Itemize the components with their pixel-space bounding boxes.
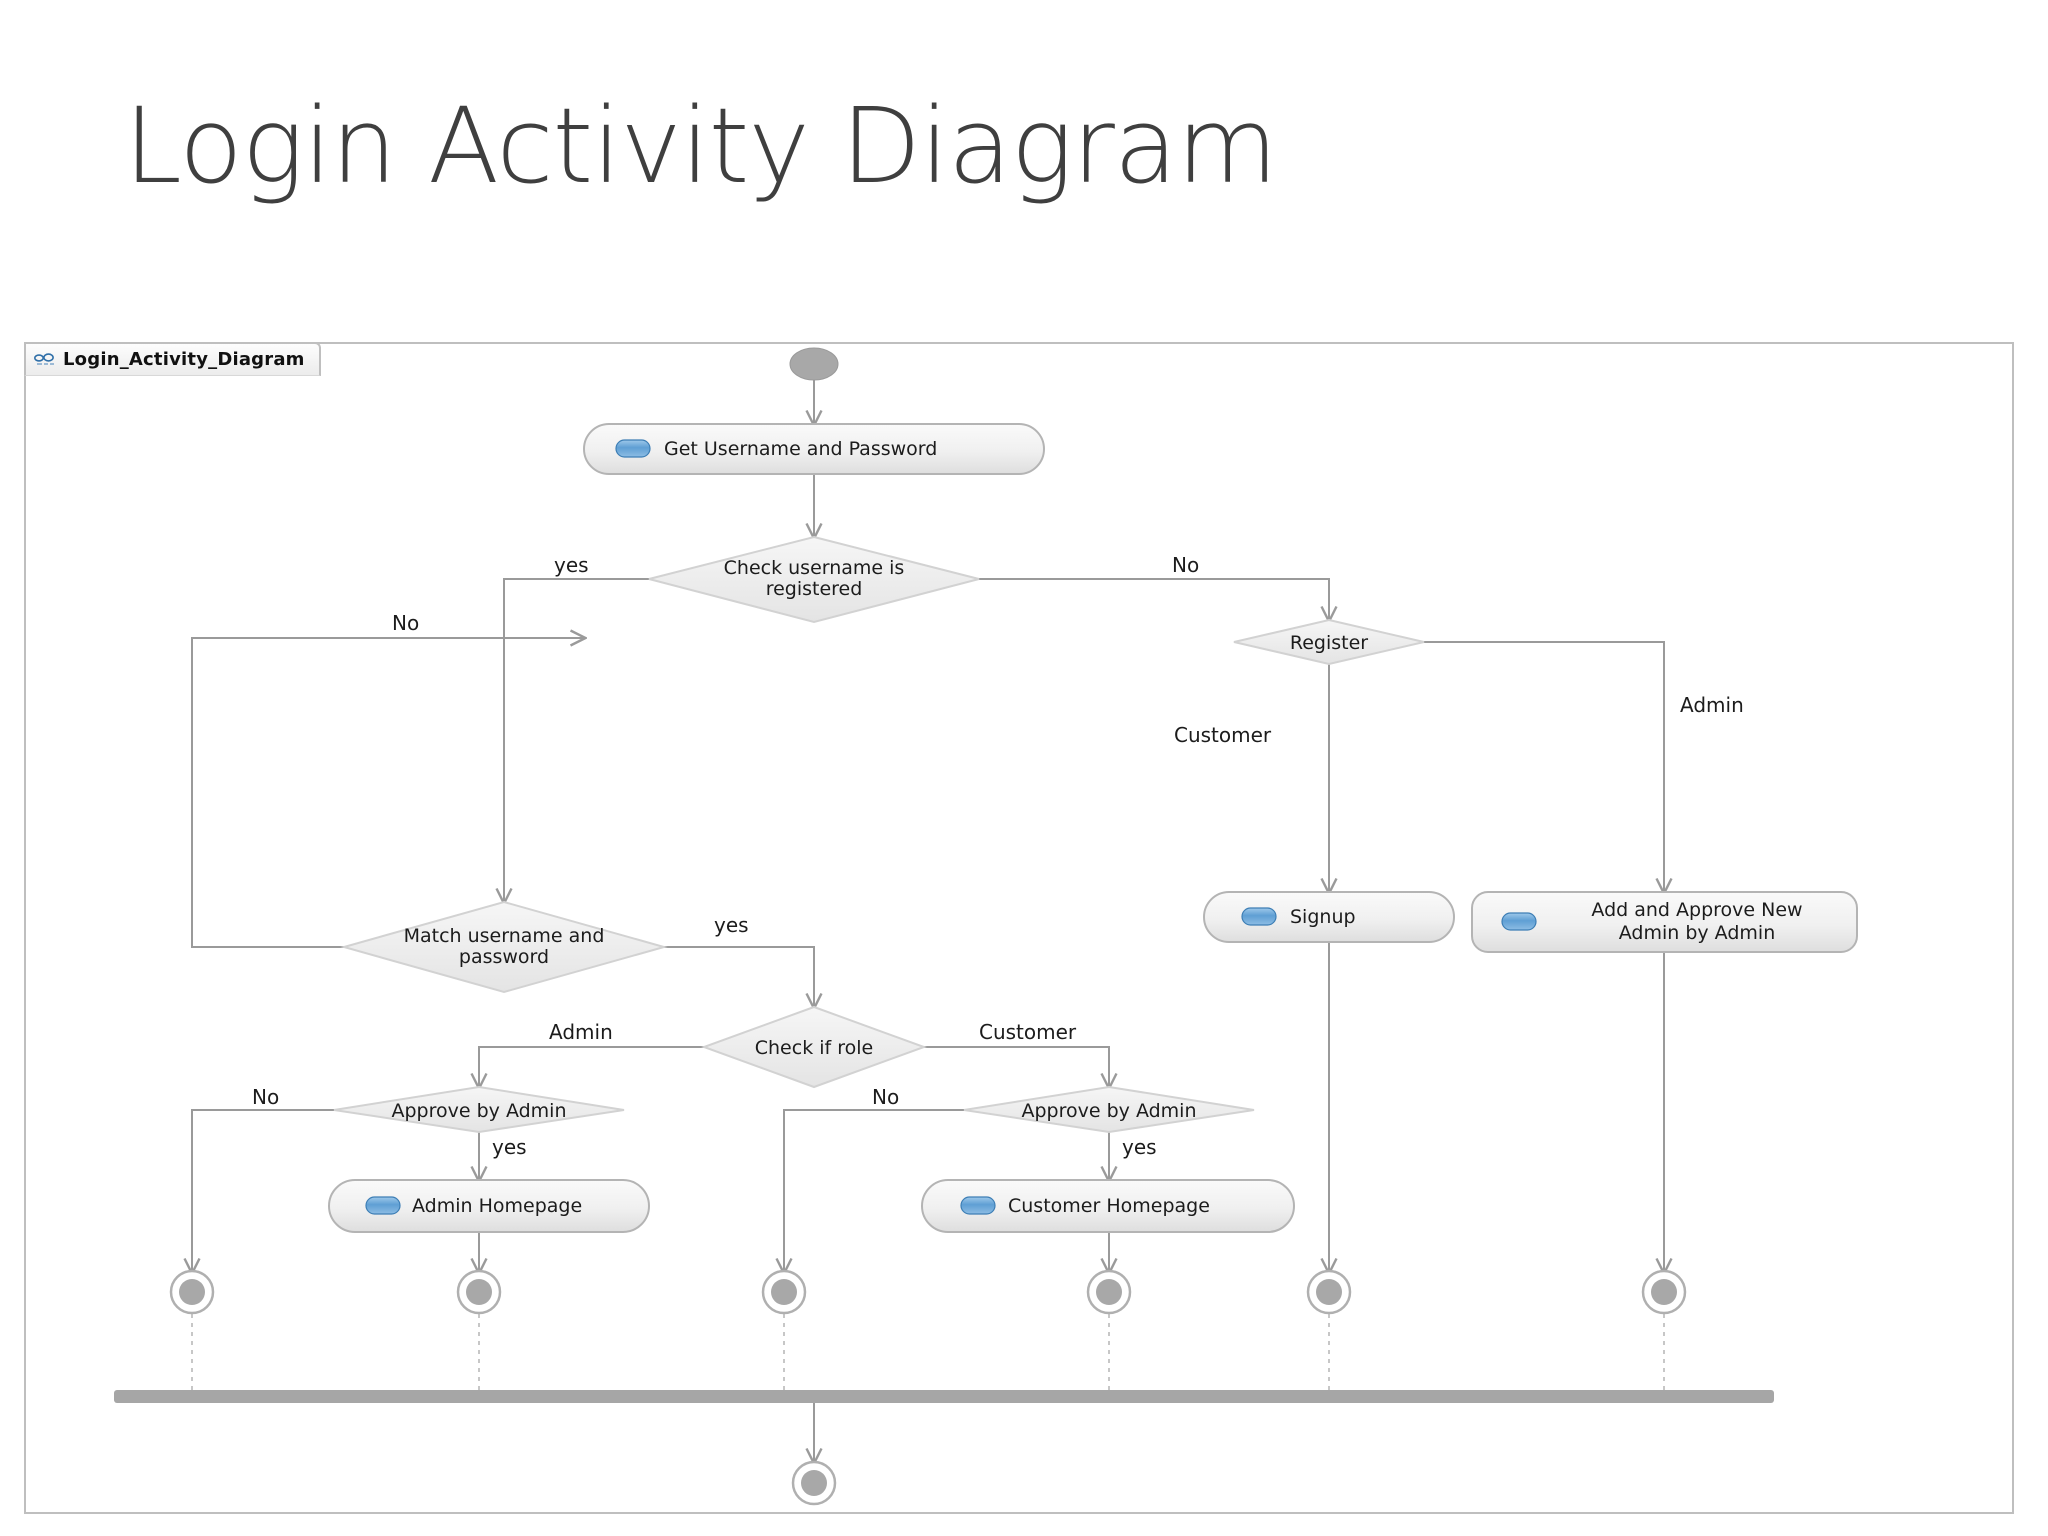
edge-label-role-customer: Customer xyxy=(979,1020,1077,1044)
decision-label-line2: password xyxy=(459,946,549,968)
decision-check-username-registered[interactable]: Check username is registered xyxy=(648,535,980,624)
edge-label-role-admin: Admin xyxy=(549,1020,613,1044)
activity-final-node xyxy=(1641,1269,1687,1315)
final-nodes-row xyxy=(169,1269,1687,1315)
activity-final-node xyxy=(1306,1269,1352,1315)
activity-final-node xyxy=(1086,1269,1132,1315)
decision-label-line1: Check username is xyxy=(724,557,905,579)
activity-final-node xyxy=(761,1269,807,1315)
decision-label: Check if role xyxy=(755,1037,873,1059)
initial-node xyxy=(789,347,839,381)
activity-label-line2: Admin by Admin xyxy=(1619,922,1776,944)
diagram-frame-tab[interactable]: Login_Activity_Diagram xyxy=(24,342,321,376)
activity-get-credentials[interactable]: Get Username and Password xyxy=(583,423,1045,475)
activity-label: Admin Homepage xyxy=(412,1195,582,1217)
activity-pill-icon xyxy=(1241,907,1277,926)
edge-label-approve-left-yes: yes xyxy=(492,1135,527,1159)
edge-label-approve-right-no: No xyxy=(872,1085,899,1109)
activity-pill-icon xyxy=(365,1196,401,1215)
activity-diagram-canvas: Get Username and Password Signup Add and… xyxy=(114,347,1858,1506)
decision-label-line2: registered xyxy=(766,578,863,600)
decision-approve-by-admin-right[interactable]: Approve by Admin xyxy=(963,1085,1255,1134)
activity-label-line1: Add and Approve New xyxy=(1591,899,1802,921)
activity-signup[interactable]: Signup xyxy=(1203,891,1455,943)
activity-final-node-terminal xyxy=(791,1460,837,1506)
edge-match-yes xyxy=(654,946,814,1007)
activity-label: Signup xyxy=(1290,906,1356,928)
edge-label-register-admin: Admin xyxy=(1680,693,1744,717)
edge-role-admin xyxy=(479,1046,714,1087)
activity-add-approve-admin[interactable]: Add and Approve New Admin by Admin xyxy=(1471,891,1858,953)
activity-admin-homepage[interactable]: Admin Homepage xyxy=(328,1179,650,1233)
page-title: Login Activity Diagram xyxy=(124,85,1278,207)
decision-label-line1: Match username and xyxy=(404,925,605,947)
activity-final-node xyxy=(169,1269,215,1315)
diagram-tab-label: Login_Activity_Diagram xyxy=(63,349,305,370)
edge-label-register-customer: Customer xyxy=(1174,723,1272,747)
edge-label-username-yes: yes xyxy=(554,553,589,577)
edge-label-match-yes: yes xyxy=(714,913,749,937)
decision-register[interactable]: Register xyxy=(1233,618,1425,666)
edge-label-approve-right-yes: yes xyxy=(1122,1135,1157,1159)
decision-label: Approve by Admin xyxy=(391,1100,566,1122)
edge-role-customer xyxy=(914,1046,1109,1087)
edge-approve-left-no xyxy=(192,1109,364,1272)
activity-final-node xyxy=(456,1269,502,1315)
activity-customer-homepage[interactable]: Customer Homepage xyxy=(921,1179,1295,1233)
activity-pill-icon xyxy=(960,1196,996,1215)
edge-register-admin xyxy=(1396,641,1664,892)
edges-layer xyxy=(192,378,1664,1272)
decision-label: Approve by Admin xyxy=(1021,1100,1196,1122)
edge-approve-right-no xyxy=(784,1109,992,1272)
decision-match-username-password[interactable]: Match username and password xyxy=(340,900,668,994)
edge-label-username-no: No xyxy=(1172,553,1199,577)
decision-approve-by-admin-left[interactable]: Approve by Admin xyxy=(333,1085,625,1134)
edge-label-no-retry-loop: No xyxy=(392,611,419,635)
edge-match-no-loop xyxy=(191,638,584,948)
activity-label: Customer Homepage xyxy=(1008,1195,1210,1217)
uml-activity-diagram-icon xyxy=(34,352,56,368)
edge-check-username-yes xyxy=(504,578,679,902)
activity-pill-icon xyxy=(615,439,651,458)
decision-check-if-role[interactable]: Check if role xyxy=(701,1005,927,1089)
final-to-mergebar-links xyxy=(191,1314,1665,1390)
activity-label: Get Username and Password xyxy=(664,438,937,460)
decision-label: Register xyxy=(1290,632,1368,654)
activity-pill-icon xyxy=(1501,912,1537,931)
edge-check-username-no xyxy=(949,578,1329,620)
edge-label-approve-left-no: No xyxy=(252,1085,279,1109)
merge-bar xyxy=(114,1390,1774,1403)
